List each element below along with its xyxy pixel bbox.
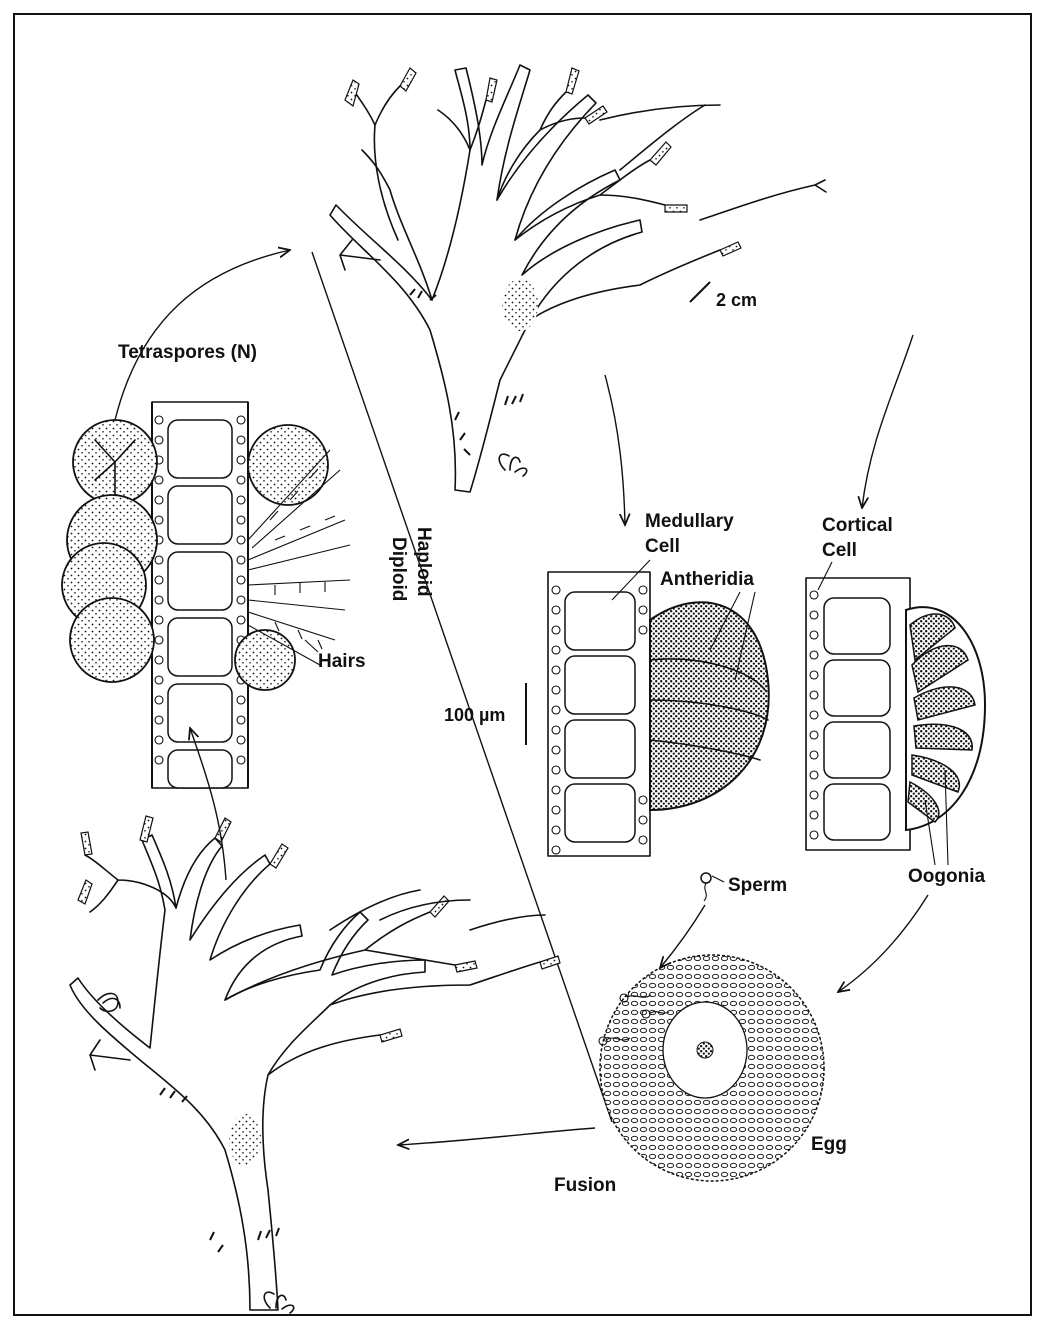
hairs-label: Hairs <box>318 651 366 672</box>
antheridial-filament <box>548 572 769 856</box>
haploid-label: Haploid <box>413 527 434 597</box>
egg-label: Egg <box>811 1134 847 1155</box>
sperm-label: Sperm <box>728 875 787 896</box>
oogonial-filament <box>806 578 985 850</box>
hairs-pointer <box>305 640 318 652</box>
scale-label-100um: 100 µm <box>444 705 505 725</box>
apical-stipple <box>502 279 538 331</box>
tetraspores-label: Tetraspores (N) <box>118 342 257 363</box>
scale-label-2cm: 2 cm <box>716 290 757 310</box>
arrow-to-antheridia <box>605 375 625 525</box>
medullary-cell-label-line2: Cell <box>645 536 680 557</box>
arrow-oogonia-to-egg <box>838 895 928 992</box>
gametophyte-thallus <box>330 65 826 492</box>
arrow-fusion-to-sporophyte <box>398 1128 595 1145</box>
cortical-cell-label-line2: Cell <box>822 540 857 561</box>
apical-stipple-bottom <box>229 1114 261 1166</box>
arrow-to-oogonia <box>862 335 913 508</box>
tetrasporophyte-filament <box>62 402 350 788</box>
diploid-label: Diploid <box>388 537 409 601</box>
arrow-to-gametophyte <box>115 250 290 420</box>
medullary-cell-label-line1: Medullary <box>645 511 734 532</box>
egg-cell <box>599 955 824 1181</box>
fusion-label: Fusion <box>554 1175 616 1196</box>
antheridia-label: Antheridia <box>660 569 754 590</box>
oogonia-label: Oogonia <box>908 866 985 887</box>
scale-bar-2cm <box>690 282 710 302</box>
antheridial-conceptacle <box>650 602 769 810</box>
sporophyte-thallus <box>70 816 560 1313</box>
sperm-cell <box>701 873 711 901</box>
holdfast-top <box>499 454 526 476</box>
cortical-cell-label-line1: Cortical <box>822 515 893 536</box>
